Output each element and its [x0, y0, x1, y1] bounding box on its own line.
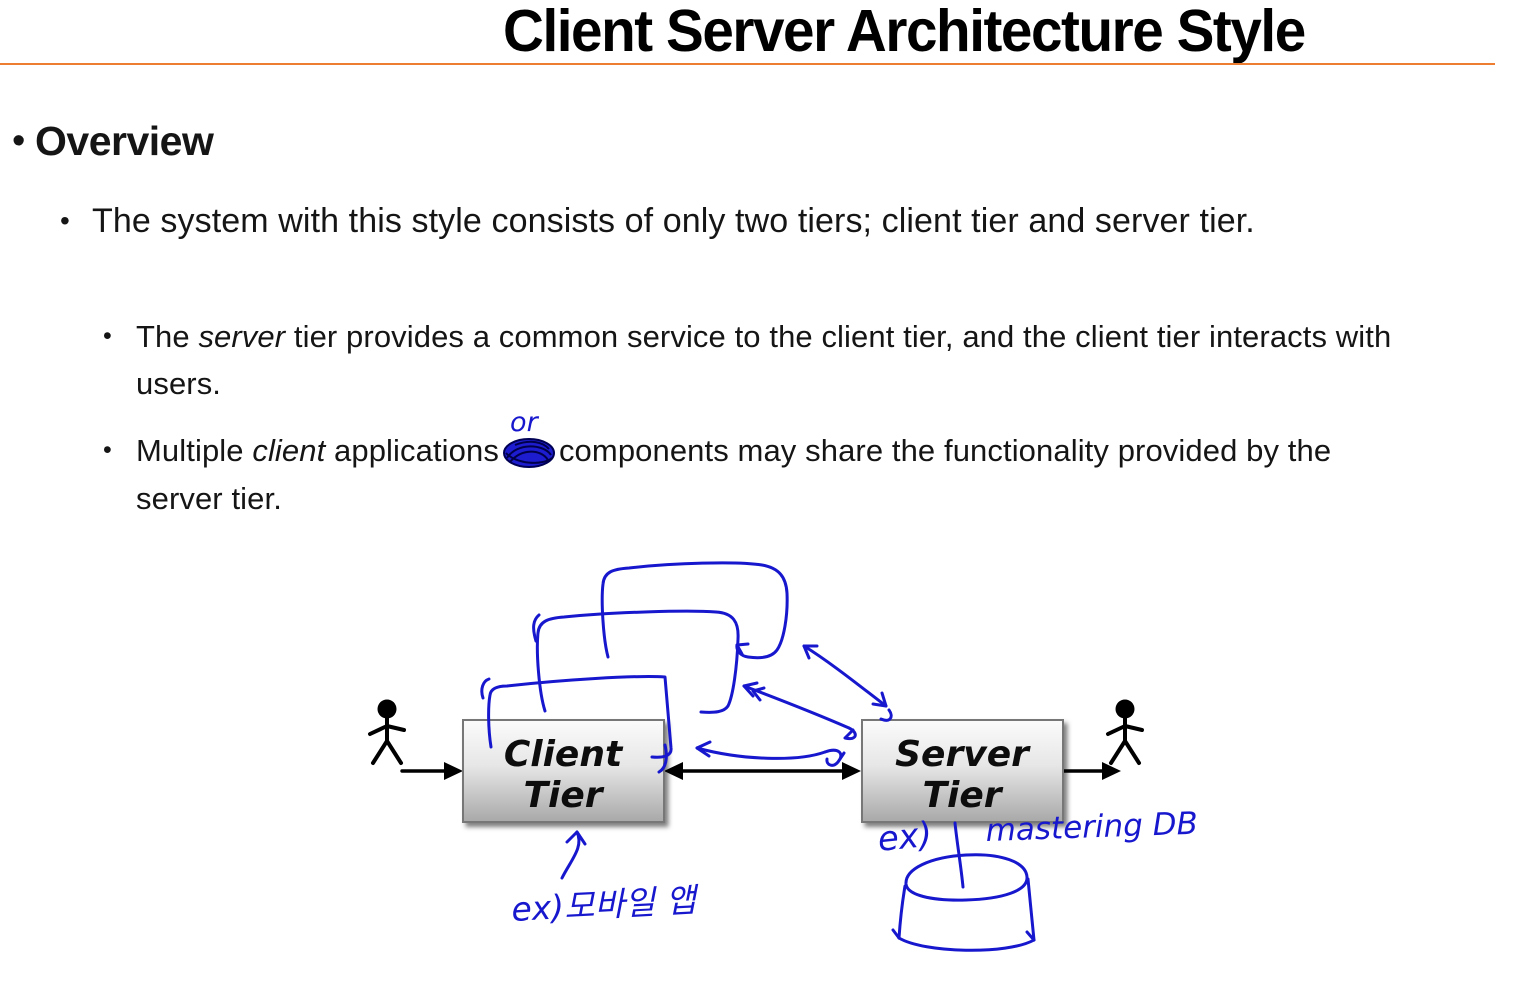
- text-segment: tier provides a common service to the cl…: [136, 319, 1392, 401]
- sketch-rect-bottom-tail: [480, 677, 491, 700]
- text-segment: Multiple: [136, 433, 253, 468]
- server-tier-label-line2: Tier: [922, 775, 1003, 816]
- server-example-text: mastering DB: [985, 806, 1198, 849]
- user-actor-left-icon: [368, 697, 406, 765]
- bullet-marker: •: [103, 436, 112, 464]
- emphasized-word: client: [252, 433, 326, 468]
- bullet-server-tier: • The server tier provides a common serv…: [103, 313, 1456, 407]
- server-to-actor-arrow: [1061, 762, 1121, 780]
- scribble-icon: [502, 438, 555, 468]
- actor-to-client-arrow: [400, 762, 463, 780]
- ink-arrow-3-curl: [823, 748, 846, 767]
- title-underline: [0, 63, 1495, 65]
- handwritten-or: or: [509, 407, 538, 438]
- ink-arrow-3: [695, 746, 827, 760]
- bullet-system-text: The system with this style consists of o…: [92, 202, 1255, 240]
- sketch-rect-middle: [535, 609, 740, 714]
- client-tier-label-line1: Client: [504, 734, 624, 775]
- sketch-rect-top: [600, 561, 789, 660]
- ink-arrow-1: [802, 644, 888, 708]
- bullet-marker: •: [103, 322, 112, 350]
- server-example-ex-label: ex): [876, 814, 934, 859]
- ink-arrow-1-head-a: [802, 644, 819, 660]
- bullet-overview: • Overview: [12, 116, 214, 166]
- client-example-annotation: ex)모바일 앱: [510, 830, 700, 929]
- bullet-server-tier-text: The server tier provides a common servic…: [136, 313, 1456, 407]
- text-segment: The: [136, 319, 199, 354]
- client-tier-box: Client Tier: [462, 719, 665, 823]
- client-example-text: ex)모바일 앱: [510, 880, 700, 929]
- ink-scribble-over-word: or: [502, 407, 556, 470]
- server-example-annotation: ex) mastering DB: [876, 806, 1198, 952]
- ink-arrow-3-head: [695, 740, 712, 758]
- text-segment: applications: [325, 433, 499, 468]
- ink-up-arrow-head: [565, 830, 587, 846]
- server-tier-label-line1: Server: [895, 734, 1031, 775]
- ink-arrow-2: [742, 684, 851, 730]
- sketch-rect-bottom-drop: [657, 743, 668, 774]
- database-cylinder-icon: [891, 853, 1036, 952]
- server-tier-box: Server Tier: [861, 719, 1064, 823]
- ink-arrow-2-curl: [843, 726, 857, 741]
- bullet-marker: •: [60, 205, 70, 236]
- sketched-double-arrows: [695, 644, 893, 767]
- page-title: Client Server Architecture Style: [503, 0, 1306, 64]
- bullet-marker: •: [12, 120, 26, 162]
- user-actor-right-icon: [1106, 697, 1144, 765]
- sketch-rect-middle-tail: [532, 613, 541, 643]
- ink-arrow-1-head-b: [871, 691, 888, 708]
- ink-arrow-1-curl: [879, 708, 893, 722]
- text-segment: components may share the functionality p…: [136, 433, 1332, 516]
- client-server-double-arrow: [664, 762, 861, 780]
- ink-arrow-2-head-a: [742, 681, 759, 698]
- client-tier-label-line2: Tier: [523, 775, 604, 816]
- bullet-system: • The system with this style consists of…: [60, 196, 1442, 246]
- ink-arrow-2-head-a2: [751, 686, 766, 702]
- sketched-client-copies: [480, 561, 789, 774]
- emphasized-word: server: [198, 319, 286, 354]
- sketch-rect-bottom: [487, 675, 673, 759]
- overview-heading: Overview: [35, 118, 214, 164]
